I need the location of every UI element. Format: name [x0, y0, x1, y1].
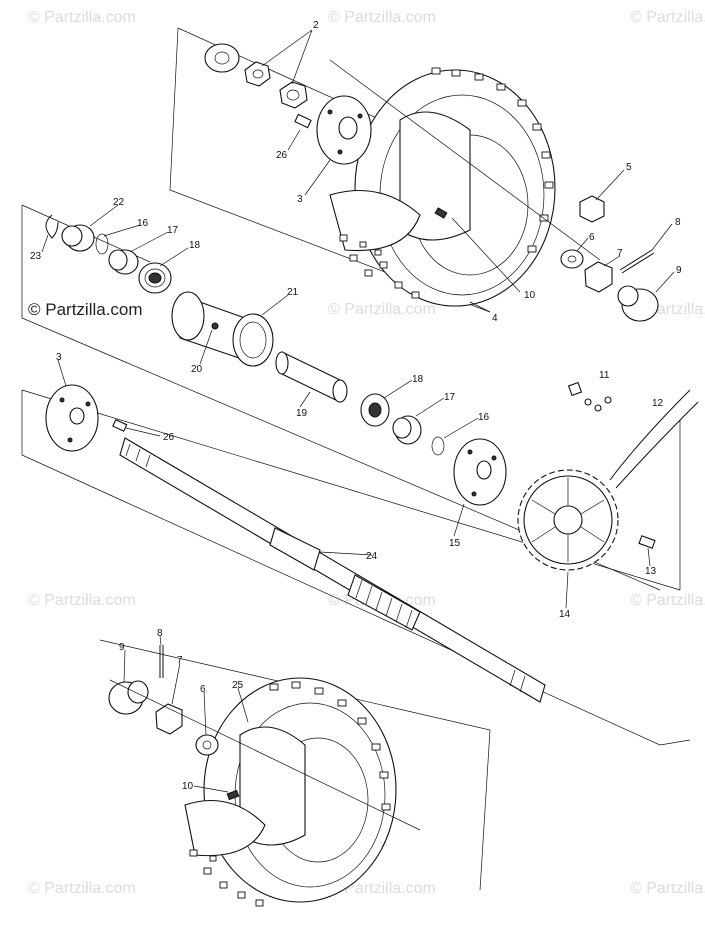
callout-16-lower: 16	[478, 412, 490, 423]
watermark-upper-center: © Partzilla.com	[328, 301, 436, 318]
callout-4: 4	[492, 313, 498, 324]
washer-6b	[195, 734, 219, 756]
watermark-main: © Partzilla.com	[28, 300, 143, 319]
callout-6-upper: 6	[589, 232, 595, 243]
callout-16-upper: 16	[137, 218, 149, 229]
middle-frame-line	[21, 205, 661, 591]
lower-frame-line	[99, 639, 491, 891]
upper-stud-26	[294, 113, 312, 129]
castle-nut-7	[584, 261, 613, 293]
watermark-top-right: © Partzilla.com	[630, 9, 705, 26]
watermark-bottom-center: © Partzilla.com	[328, 880, 436, 897]
callout-10-lower: 10	[182, 781, 194, 792]
upper-nut-a	[244, 61, 271, 87]
callout-10-upper: 10	[524, 290, 536, 301]
cotter-pin-8	[619, 249, 653, 271]
callout-13: 13	[645, 566, 657, 577]
o-ring-16b	[431, 436, 445, 456]
watermark-top-left: © Partzilla.com	[28, 9, 136, 26]
callout-26-lower: 26	[163, 432, 175, 443]
right-hardware-group	[434, 195, 659, 322]
fitting-20	[211, 322, 219, 330]
axle-frame-bottom	[21, 390, 691, 746]
housing-21-right	[232, 313, 274, 367]
callout-14: 14	[559, 609, 571, 620]
watermark-mid-left: © Partzilla.com	[28, 592, 136, 609]
callout-8-lower: 8	[157, 628, 163, 639]
callout-8-upper: 8	[675, 217, 681, 228]
callout-9-upper: 9	[676, 265, 682, 276]
lower-wheel-tire	[184, 677, 397, 907]
bolt-13	[638, 535, 656, 549]
housing-21-left	[171, 291, 205, 341]
callout-24: 24	[366, 551, 378, 562]
chain-12-lower	[615, 401, 699, 489]
callout-3-lower: 3	[56, 352, 62, 363]
callout-12: 12	[652, 398, 664, 409]
callout-21: 21	[287, 287, 299, 298]
axle-splines	[347, 574, 421, 631]
upper-wheel-tire	[329, 67, 556, 307]
upper-tread-blocks	[339, 67, 554, 299]
lower-rim-cutaway	[184, 799, 266, 857]
watermark-mid-right: © Partzilla.com	[630, 592, 705, 609]
spline-lines	[125, 443, 526, 693]
callout-17-upper: 17	[167, 225, 179, 236]
upper-nut-b	[279, 81, 308, 109]
lower-axis-line	[109, 679, 421, 831]
lower-hardware-group	[108, 645, 421, 831]
callout-20: 20	[191, 364, 203, 375]
callout-22: 22	[113, 197, 125, 208]
o-ring-16a	[95, 233, 109, 255]
callout-5: 5	[626, 162, 632, 173]
callout-23: 23	[30, 251, 42, 262]
upper-frame-line	[169, 27, 491, 313]
stud-26b	[112, 419, 128, 432]
callout-18-lower: 18	[412, 374, 424, 385]
sprocket-assembly	[517, 381, 699, 571]
callout-labels: 2 26 3 5 8 22 16 17 18 23 6 7 9 10 21 4 …	[30, 20, 682, 792]
watermark-bottom-right: © Partzilla.com	[630, 880, 705, 897]
callout-7-upper: 7	[617, 248, 623, 259]
callout-7-lower: 7	[177, 655, 183, 666]
callout-19: 19	[296, 408, 308, 419]
sprocket-spokes	[531, 478, 605, 562]
callout-6-lower: 6	[200, 684, 206, 695]
watermark-bottom-left: © Partzilla.com	[28, 880, 136, 897]
callout-9-lower: 9	[119, 642, 125, 653]
axle-shaft-24	[119, 437, 546, 703]
callout-25: 25	[232, 680, 244, 691]
middle-bearing-group	[45, 214, 445, 456]
leader-lines	[41, 29, 675, 793]
master-link-11	[567, 381, 612, 412]
callout-2: 2	[313, 20, 319, 31]
washer-6	[560, 249, 584, 269]
axle-collar	[269, 527, 321, 571]
snap-ring-23	[45, 214, 59, 239]
upper-rim-cutaway	[329, 189, 421, 252]
nut-5	[579, 195, 605, 223]
callout-17-lower: 17	[444, 392, 456, 403]
valve-10	[434, 207, 448, 219]
lower-tread-blocks	[189, 681, 391, 907]
callout-3-upper: 3	[297, 194, 303, 205]
chain-12-upper	[609, 389, 691, 481]
callout-15: 15	[449, 538, 461, 549]
upper-axis-line	[329, 59, 601, 261]
upper-washer	[204, 43, 240, 73]
watermark-top-center: © Partzilla.com	[328, 9, 436, 26]
spacer-tube-19	[281, 351, 341, 403]
upper-hub-assembly	[204, 43, 601, 261]
upper-rim-barrel	[399, 111, 471, 241]
callout-11: 11	[599, 370, 610, 381]
callout-18-upper: 18	[189, 240, 201, 251]
axle-assembly	[45, 384, 546, 703]
callout-26-upper: 26	[276, 150, 288, 161]
valve-10b	[226, 789, 240, 801]
